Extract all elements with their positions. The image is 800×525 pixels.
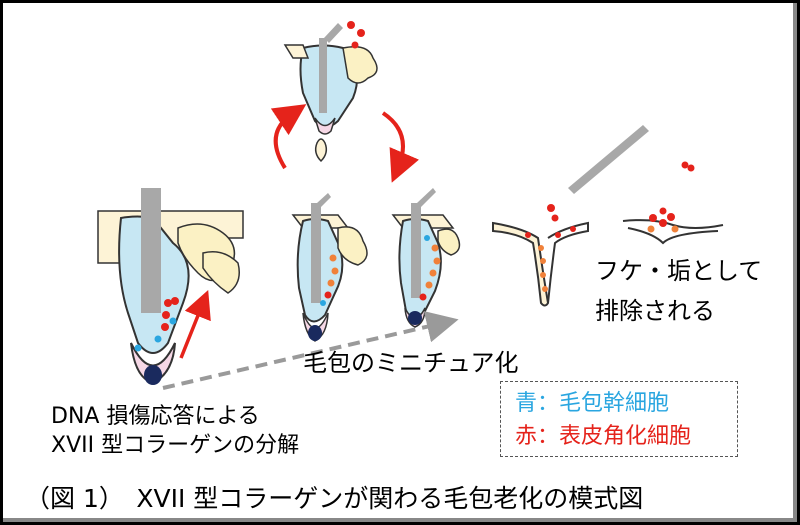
skin-surface-flat — [622, 161, 724, 245]
removal-label-line1: フケ・垢として — [595, 257, 763, 285]
follicle-medium-2 — [391, 188, 461, 328]
removal-label-line2: 排除される — [595, 297, 715, 325]
cycle-arrow-down — [381, 111, 420, 183]
follicle-large — [97, 188, 244, 385]
miniaturization-arrow — [162, 311, 459, 390]
legend-red-entry: 赤：表皮角化細胞 — [515, 424, 692, 449]
dna-damage-label-line2: XVII 型コラーゲンの分解 — [51, 433, 300, 458]
follicle-miniaturized — [492, 204, 589, 307]
miniaturization-label: 毛包のミニチュア化 — [303, 349, 519, 377]
dermal-papilla — [144, 365, 162, 385]
follicle-top-regression — [283, 21, 378, 163]
falling-hair — [568, 125, 649, 194]
follicle-medium-1 — [291, 193, 368, 342]
figure-caption: （図 1） XVII 型コラーゲンが関わる毛包老化の模式図 — [25, 484, 644, 513]
damage-arrow — [179, 290, 211, 359]
color-legend: 青：毛包幹細胞 赤：表皮角化細胞 — [500, 381, 738, 457]
cycle-arrow-up — [270, 104, 307, 170]
dna-damage-label-line1: DNA 損傷応答による — [51, 404, 260, 429]
legend-blue-entry: 青：毛包幹細胞 — [515, 391, 670, 416]
hair-follicle-aging-diagram — [97, 21, 724, 390]
